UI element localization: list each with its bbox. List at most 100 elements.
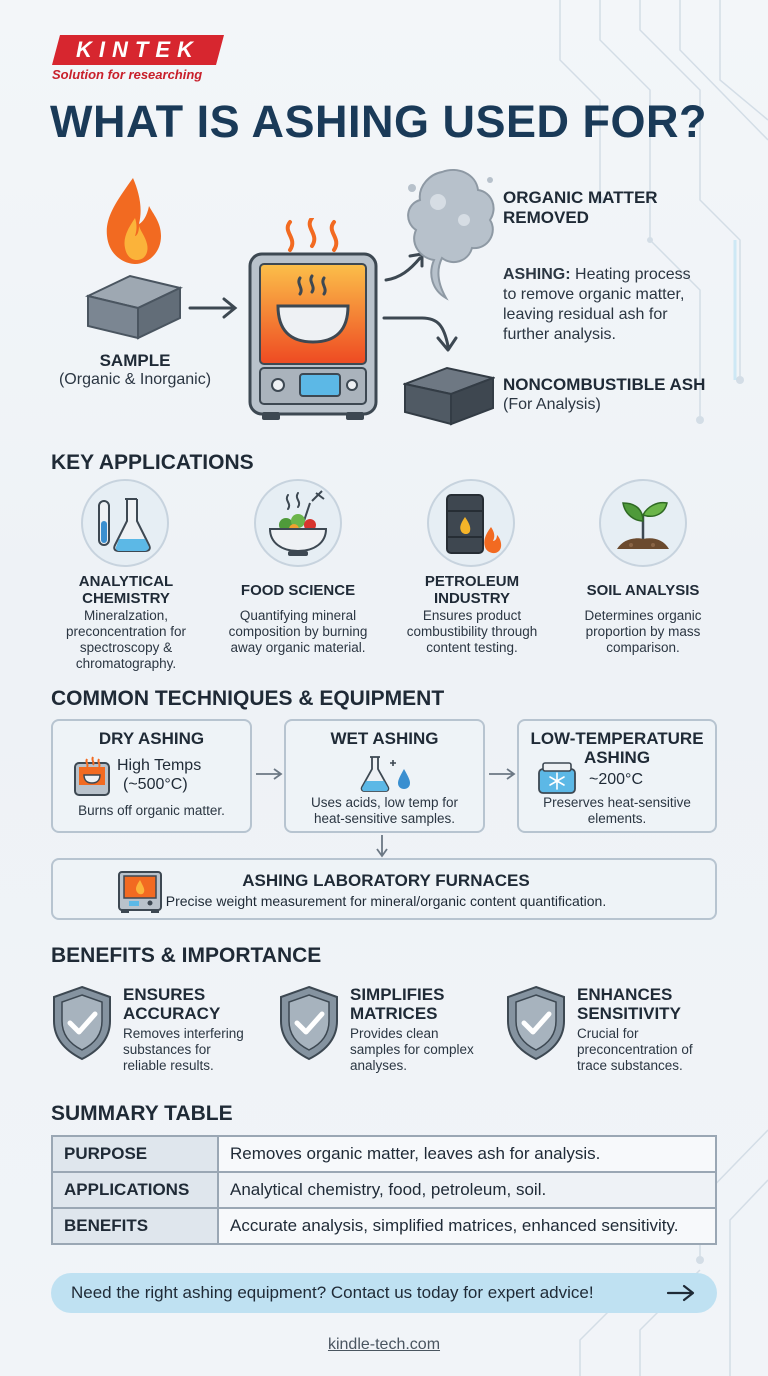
- arrow-right-icon: [188, 297, 238, 319]
- app-desc-petroleum-1: Ensures product: [422, 608, 522, 623]
- dry-ashing-desc: Burns off organic matter.: [78, 803, 225, 818]
- app-title-soil: SOIL ANALYSIS: [586, 582, 700, 599]
- organic-label-line2: REMOVED: [503, 208, 589, 227]
- brand-tagline: Solution for researching: [52, 67, 203, 82]
- low-temp-desc-1: Preserves heat-sensitive: [543, 795, 691, 810]
- wet-ashing-card: WET ASHING Uses acids, low temp for heat…: [284, 719, 485, 833]
- wet-ashing-desc-2: heat-sensitive samples.: [313, 811, 456, 826]
- table-value-cell: Analytical chemistry, food, petroleum, s…: [217, 1171, 717, 1209]
- app-desc-soil-1: Determines organic: [584, 608, 702, 623]
- salad-bowl-icon: [268, 490, 328, 556]
- sample-sub: (Organic & Inorganic): [58, 371, 212, 388]
- footer-link[interactable]: kindle-tech.com: [327, 1336, 441, 1353]
- low-temp-title-2: ASHING: [583, 748, 651, 767]
- app-desc-petroleum-2: combustibility through: [406, 624, 538, 639]
- definition-line2: to remove organic matter,: [503, 286, 685, 303]
- sample-block-icon: [85, 178, 183, 340]
- sample-label: SAMPLE: [99, 351, 171, 370]
- app-desc-food-2: composition by burning: [228, 624, 368, 639]
- low-temp-temp: ~200°C: [589, 771, 643, 788]
- definition-line4: further analysis.: [503, 326, 616, 343]
- dry-ashing-temp-1: High Temps: [117, 757, 202, 774]
- furnace-icon: [248, 218, 378, 420]
- flask-icon: [98, 498, 151, 552]
- arrow-right-icon: [256, 768, 283, 780]
- table-value-cell: Removes organic matter, leaves ash for a…: [217, 1135, 717, 1173]
- benefit-title-matrices-1: SIMPLIFIES: [350, 985, 445, 1004]
- shield-check-icon: [53, 985, 111, 1061]
- applications-heading: KEY APPLICATIONS: [51, 451, 254, 474]
- benefit-desc-matrices-3: analyses.: [350, 1058, 408, 1073]
- heat-waves: [285, 218, 339, 252]
- table-value-cell: Accurate analysis, simplified matrices, …: [217, 1207, 717, 1245]
- lab-furnace-icon: [118, 871, 162, 913]
- brand-logo[interactable]: KINTEK: [52, 35, 224, 65]
- app-title-analytical-1: ANALYTICAL: [78, 573, 174, 590]
- low-temp-desc-2: elements.: [587, 811, 647, 826]
- benefits-heading: BENEFITS & IMPORTANCE: [51, 944, 322, 967]
- benefit-desc-sensitivity-3: trace substances.: [577, 1058, 683, 1073]
- arrow-right-icon: [489, 768, 516, 780]
- logo-shape: [52, 35, 224, 65]
- flame-icon: [106, 178, 161, 264]
- table-key-cell: APPLICATIONS: [51, 1171, 219, 1209]
- organic-label-line1: ORGANIC MATTER: [503, 188, 658, 207]
- oil-barrel-icon: [446, 494, 502, 554]
- app-title-analytical-2: CHEMISTRY: [82, 590, 170, 607]
- benefit-desc-matrices-2: samples for complex: [350, 1042, 474, 1057]
- furnaces-desc: Precise weight measurement for mineral/o…: [165, 893, 607, 909]
- benefit-desc-accuracy-1: Removes interfering: [123, 1026, 244, 1041]
- app-desc-soil-2: proportion by mass: [585, 624, 701, 639]
- app-desc-analytical-1: Mineralzation,: [83, 608, 169, 623]
- shield-check-icon: [507, 985, 565, 1061]
- benefit-desc-sensitivity-2: preconcentration of: [577, 1042, 693, 1057]
- benefit-desc-accuracy-3: reliable results.: [123, 1058, 214, 1073]
- app-desc-analytical-4: chromatography.: [75, 656, 177, 671]
- dry-ashing-card: DRY ASHING High Temps (~500°C) Burns off…: [51, 719, 252, 833]
- snowflake-container-icon: [538, 762, 576, 794]
- furnaces-title: ASHING LABORATORY FURNACES: [242, 871, 530, 890]
- low-temp-title-1: LOW-TEMPERATURE: [530, 729, 704, 748]
- dry-ashing-temp-2: (~500°C): [123, 776, 188, 793]
- page-title: WHAT IS ASHING USED FOR?: [50, 96, 707, 147]
- app-icon-circle-soil: [599, 479, 687, 567]
- app-title-petroleum-1: PETROLEUM: [424, 573, 520, 590]
- app-title-food: FOOD SCIENCE: [240, 582, 356, 599]
- summary-table: PURPOSE Removes organic matter, leaves a…: [51, 1135, 717, 1245]
- definition-line1: Heating process: [575, 266, 691, 283]
- table-row: APPLICATIONS Analytical chemistry, food,…: [51, 1171, 717, 1209]
- app-desc-analytical-3: spectroscopy &: [79, 640, 173, 655]
- definition-term: ASHING:: [503, 266, 571, 283]
- app-icon-circle-analytical: [81, 479, 169, 567]
- sprout-icon: [617, 501, 669, 549]
- benefit-title-accuracy-1: ENSURES: [123, 985, 206, 1004]
- arrow-right-icon: [666, 1284, 695, 1302]
- app-desc-food-1: Quantifying mineral: [239, 608, 357, 623]
- ash-label: NONCOMBUSTIBLE ASH: [503, 375, 706, 394]
- arrow-down-icon: [376, 835, 388, 858]
- furnace-small-icon: [74, 756, 110, 796]
- app-title-petroleum-2: INDUSTRY: [433, 590, 511, 607]
- app-desc-soil-3: comparison.: [606, 640, 680, 655]
- app-desc-petroleum-3: content testing.: [426, 640, 518, 655]
- summary-heading: SUMMARY TABLE: [51, 1102, 233, 1125]
- app-icon-circle-petroleum: [427, 479, 515, 567]
- dry-ashing-title: DRY ASHING: [98, 729, 205, 748]
- table-row: PURPOSE Removes organic matter, leaves a…: [51, 1135, 717, 1173]
- app-desc-food-3: away organic material.: [230, 640, 366, 655]
- smoke-icon: [407, 169, 495, 301]
- logo-text: KINTEK: [76, 37, 200, 62]
- ash-block-icon: [403, 366, 495, 426]
- app-desc-analytical-2: preconcentration for: [65, 624, 187, 639]
- ashing-definition: ASHING: Heating process: [503, 265, 691, 284]
- ash-sub: (For Analysis): [503, 396, 601, 413]
- ashing-furnaces-card: ASHING LABORATORY FURNACES Precise weigh…: [51, 858, 717, 920]
- benefit-desc-sensitivity-1: Crucial for: [577, 1026, 639, 1041]
- benefit-title-matrices-2: MATRICES: [350, 1004, 438, 1023]
- table-key-cell: PURPOSE: [51, 1135, 219, 1173]
- shield-check-icon: [280, 985, 338, 1061]
- table-row: BENEFITS Accurate analysis, simplified m…: [51, 1207, 717, 1245]
- contact-cta-button[interactable]: Need the right ashing equipment? Contact…: [51, 1273, 717, 1313]
- benefit-title-accuracy-2: ACCURACY: [123, 1004, 221, 1023]
- low-temp-ashing-card: LOW-TEMPERATURE ASHING ~200°C Preserves …: [517, 719, 717, 833]
